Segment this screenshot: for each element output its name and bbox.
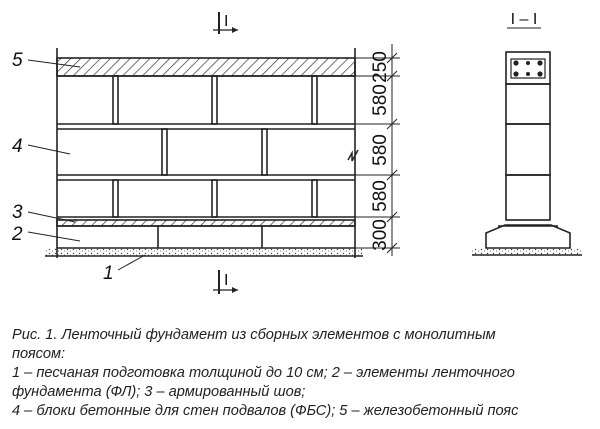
- label-2: 2: [11, 224, 23, 245]
- label-5: 5: [12, 50, 23, 71]
- sand-bedding: [45, 248, 363, 256]
- dimension-label: 580: [370, 180, 391, 212]
- elevation-view: [45, 48, 363, 258]
- section-block: [505, 123, 551, 176]
- foundation-diagram: I I 5 4 3 2 1 250 580 580 580 300: [11, 11, 582, 294]
- caption-line: 4 – блоки бетонные для стен подвалов (ФБ…: [12, 403, 519, 419]
- caption-line: поясом:: [12, 346, 66, 362]
- break-mark: [347, 149, 359, 162]
- dimension-label: 580: [370, 134, 391, 166]
- label-4: 4: [12, 136, 23, 157]
- section-block: [505, 83, 551, 125]
- rebar: [513, 60, 543, 77]
- label-3: 3: [12, 202, 23, 223]
- section-fl: [485, 224, 571, 249]
- section-title: I – I: [511, 11, 538, 28]
- dimension-label: 580: [370, 84, 391, 116]
- section-block: [505, 174, 551, 221]
- section-mark-label: I: [224, 272, 228, 289]
- caption-line: фундамента (ФЛ); 3 – армированный шов;: [12, 384, 306, 400]
- label-1: 1: [103, 263, 114, 284]
- caption-line: 1 – песчаная подготовка толщиной до 10 с…: [12, 365, 515, 381]
- section-view: I – I: [472, 11, 582, 256]
- dimension-label: 300: [370, 219, 391, 251]
- caption-line: Рис. 1. Ленточный фундамент из сборных э…: [12, 327, 496, 343]
- rc-belt: [56, 57, 356, 77]
- section-belt: [505, 51, 551, 85]
- fbs-blocks: [112, 75, 318, 218]
- leaders: [27, 59, 146, 271]
- figure-caption: Рис. 1. Ленточный фундамент из сборных э…: [12, 326, 596, 421]
- section-mark-label: I: [224, 13, 228, 30]
- dimension-label: 250: [370, 51, 391, 83]
- dimension-chain: [355, 44, 400, 256]
- section-mark-bottom: I: [213, 270, 238, 294]
- reinforced-joint: [56, 219, 356, 227]
- fl-elements: [57, 225, 355, 249]
- section-mark-top: I: [213, 12, 238, 34]
